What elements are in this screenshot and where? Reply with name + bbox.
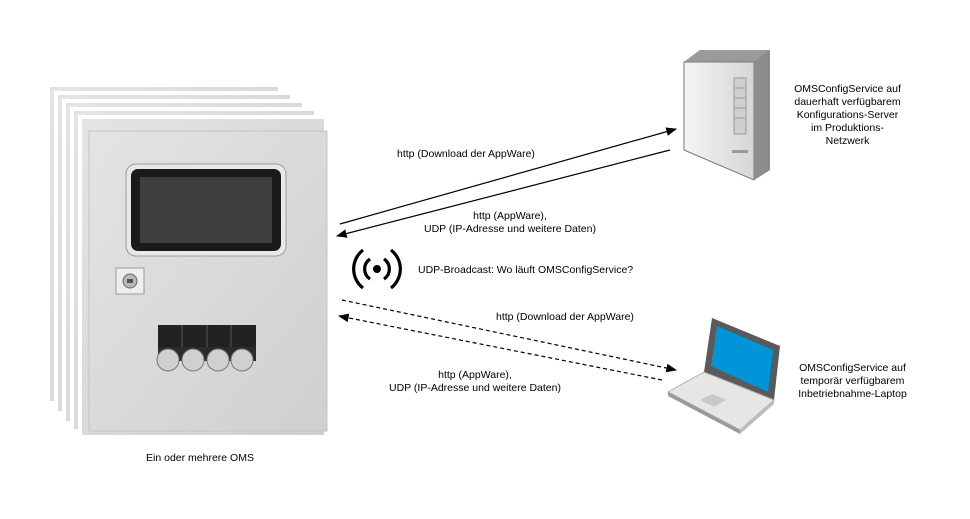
laptop-base-edge-right [740, 400, 774, 434]
label-laptop-reply-line: http (AppWare), [438, 369, 512, 381]
oms-cabinet-stack [46, 83, 328, 439]
broadcast-wave-outer-right [389, 248, 402, 290]
oms-push-button-2 [181, 348, 205, 372]
laptop-touchpad [700, 394, 726, 407]
label-broadcast: UDP-Broadcast: Wo läuft OMSConfigService… [418, 264, 634, 276]
broadcast-wave-inner-right [382, 257, 391, 281]
oms-caption: Ein oder mehrere OMS [146, 452, 254, 464]
server-drive-bay [733, 77, 747, 135]
server-slot [732, 150, 748, 153]
oms-key-slot [127, 279, 133, 283]
laptop-screen [711, 326, 773, 392]
server-caption-line: Konfigurations-Server [796, 109, 899, 121]
server-caption-line: Netzwerk [825, 135, 870, 147]
label-laptop-download: http (Download der AppWare) [496, 311, 634, 323]
server-right [754, 50, 770, 180]
label-server-reply: http (AppWare), UDP (IP-Adresse und weit… [380, 210, 640, 236]
server-caption-line: im Produktions- [811, 122, 884, 134]
server-icon [683, 50, 770, 181]
broadcast-wave-outer-left [352, 248, 365, 290]
broadcast-signal-icon [352, 248, 402, 290]
laptop-caption-line: temporär verfügbarem [800, 375, 905, 387]
broadcast-center-dot [373, 265, 381, 273]
label-server-download: http (Download der AppWare) [397, 148, 535, 160]
laptop-icon [666, 318, 780, 434]
label-laptop-reply-line: UDP (IP-Adresse und weitere Daten) [389, 382, 561, 394]
server-top [684, 50, 770, 62]
oms-display-screen [140, 177, 272, 243]
laptop-base-edge [668, 392, 740, 434]
label-laptop-reply: http (AppWare), UDP (IP-Adresse und weit… [345, 369, 605, 395]
oms-push-button-3 [206, 348, 230, 372]
oms-push-button-1 [156, 348, 180, 372]
broadcast-wave-inner-left [363, 257, 372, 281]
arrow-laptop-to-oms [337, 313, 663, 381]
server-caption-line: dauerhaft verfügbarem [794, 96, 901, 108]
label-server-reply-line: http (AppWare), [473, 210, 547, 222]
server-caption: OMSConfigService auf dauerhaft verfügbar… [775, 83, 920, 148]
arrow-oms-to-laptop [341, 299, 678, 373]
label-server-reply-line: UDP (IP-Adresse und weitere Daten) [424, 223, 596, 235]
server-caption-line: OMSConfigService auf [794, 83, 901, 95]
arrow-server-to-oms [335, 149, 671, 238]
laptop-caption-line: OMSConfigService auf [799, 362, 906, 374]
laptop-caption-line: Inbetriebnahme-Laptop [798, 388, 907, 400]
arrow-oms-to-server [339, 127, 678, 225]
oms-push-button-4 [230, 348, 254, 372]
laptop-caption: OMSConfigService auf temporär verfügbare… [780, 362, 925, 401]
